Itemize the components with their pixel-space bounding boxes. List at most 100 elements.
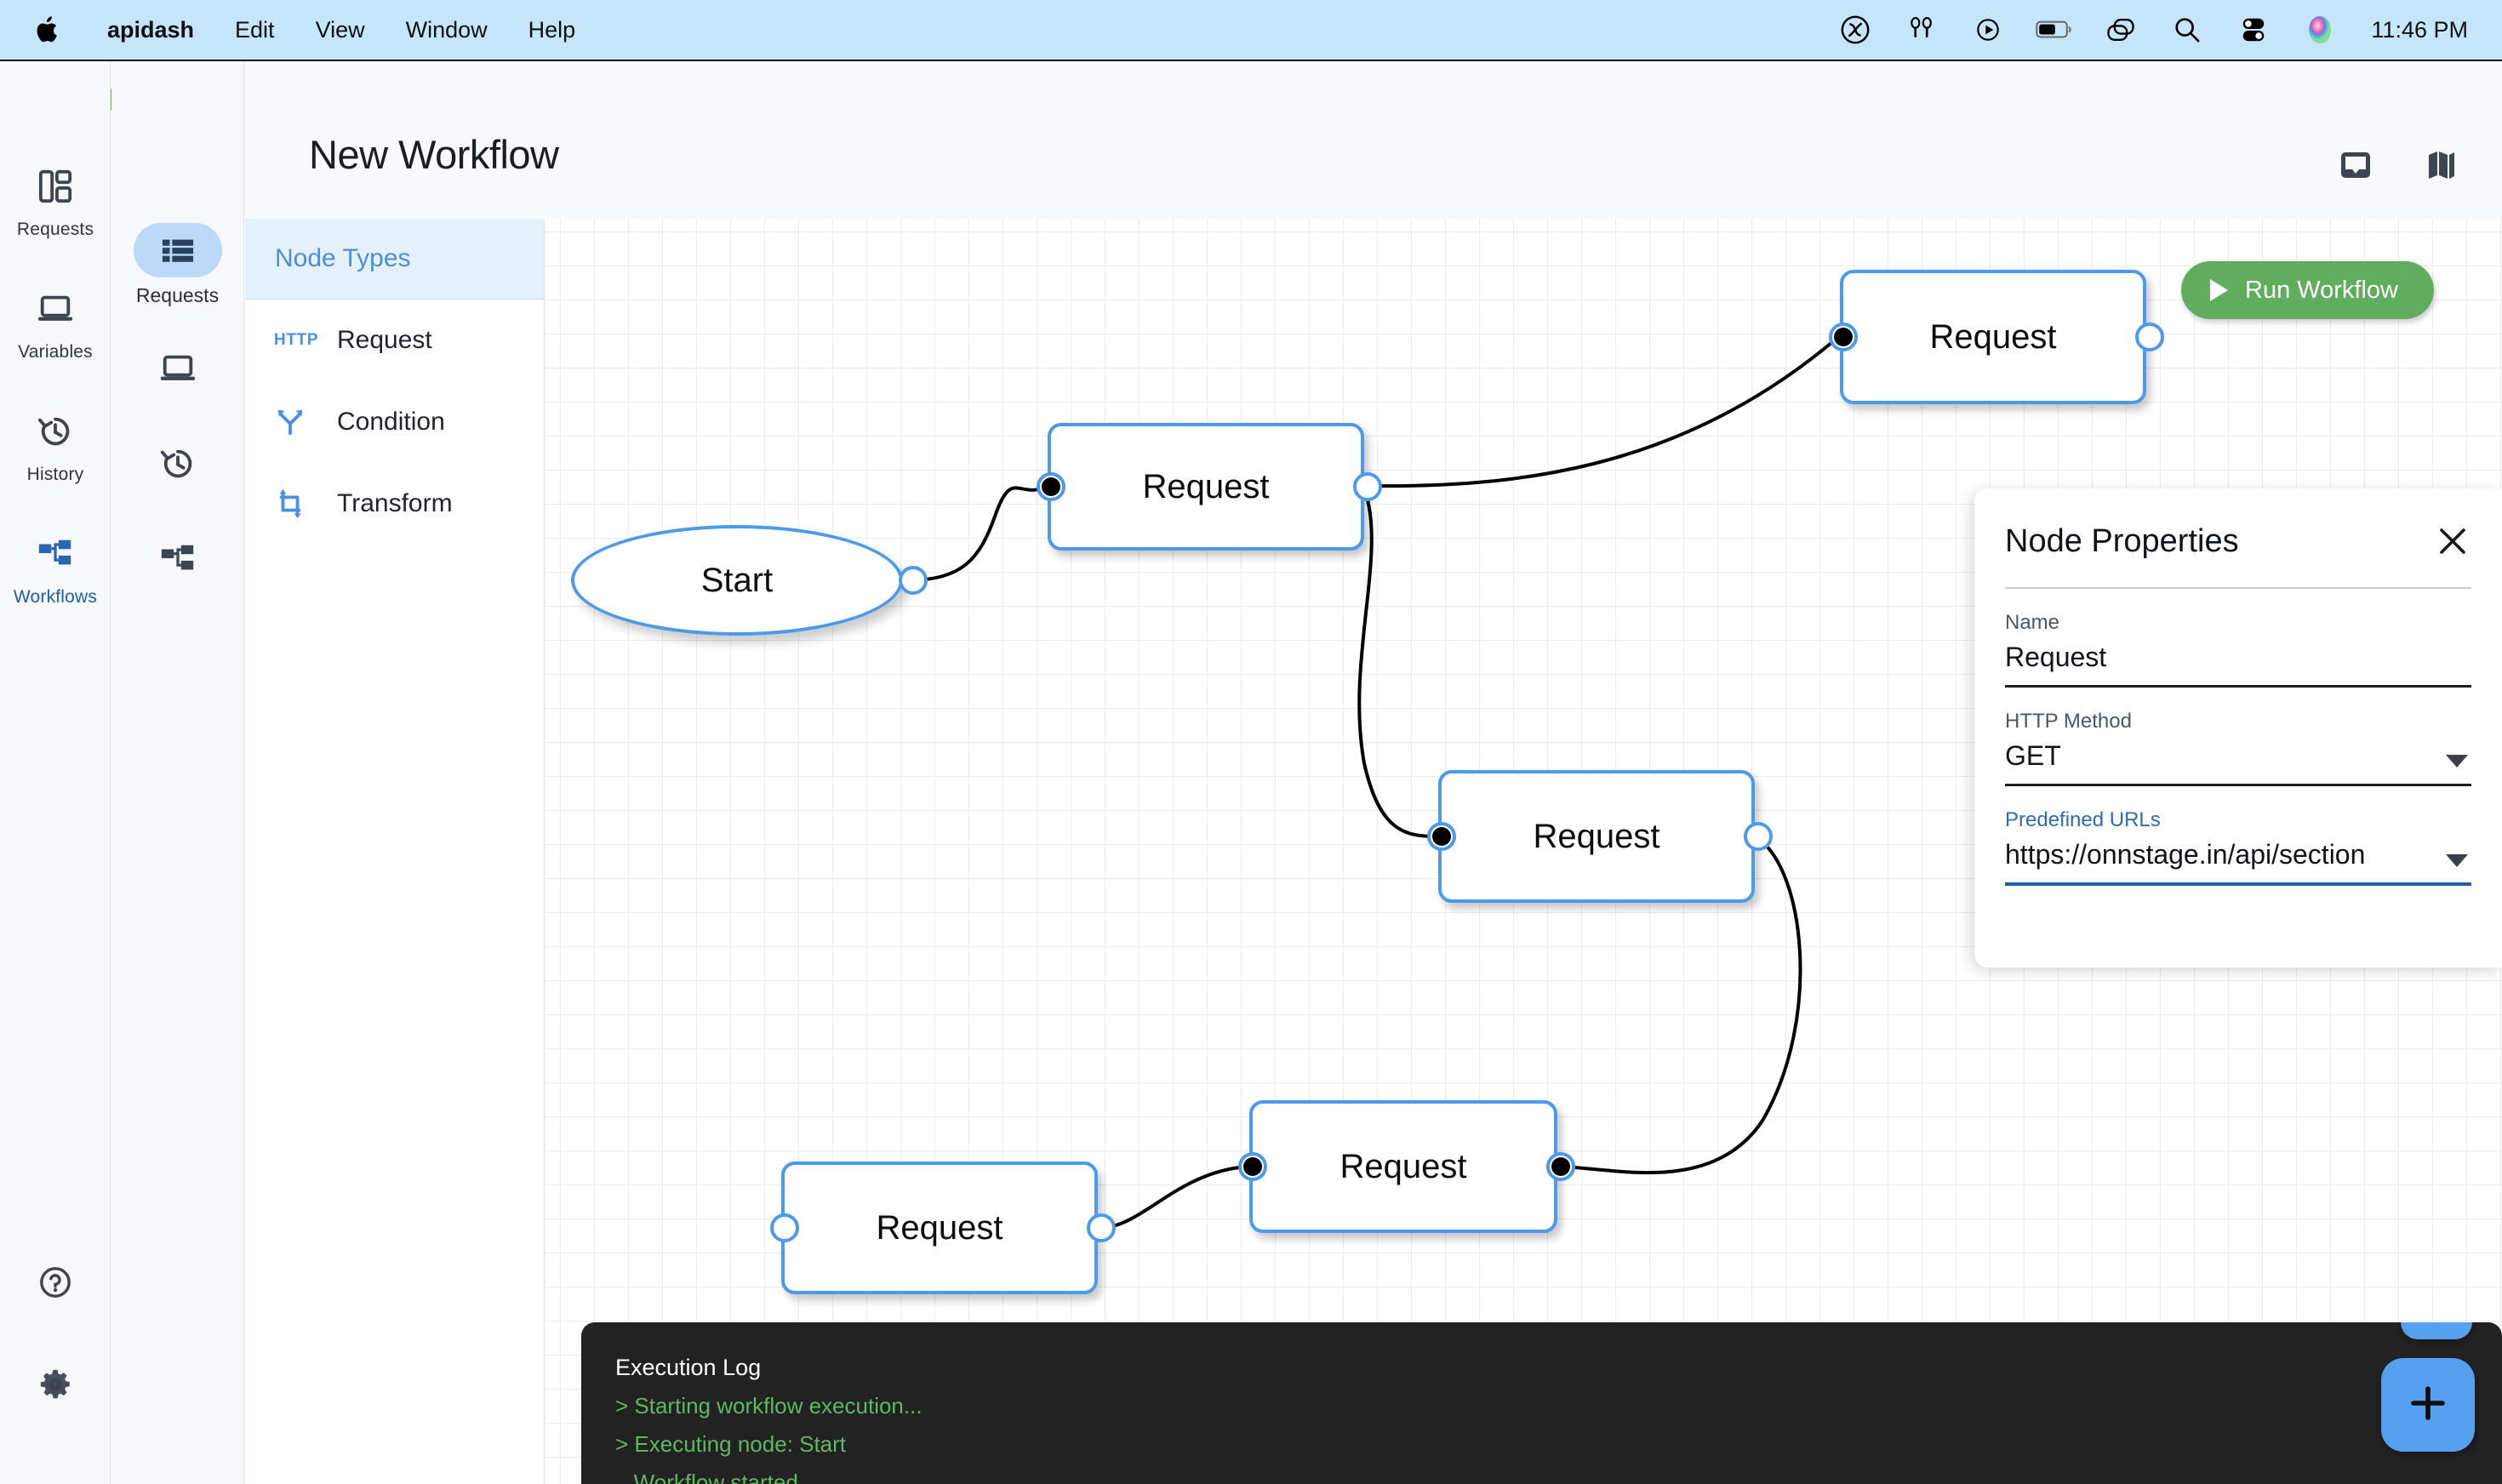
field-underline: [2005, 882, 2471, 886]
rail2-item-history[interactable]: [134, 437, 222, 498]
menu-item-edit[interactable]: Edit: [235, 17, 275, 43]
node-label-request-1: Request: [1142, 467, 1270, 505]
run-workflow-button[interactable]: Run Workflow: [2181, 261, 2434, 319]
field-label-http-method: HTTP Method: [2005, 710, 2132, 733]
plus-icon: [2406, 1381, 2450, 1430]
node-type-transform[interactable]: Transform: [245, 463, 544, 545]
node-type-condition[interactable]: Condition: [245, 381, 544, 463]
workflow-nodes-icon: [134, 532, 222, 586]
sidebar-item-settings[interactable]: [0, 1360, 111, 1418]
window-header-bar: New Workflow: [245, 61, 2502, 219]
workflow-nodes-icon: [31, 529, 80, 579]
run-workflow-label: Run Workflow: [2245, 276, 2398, 304]
add-fab[interactable]: [2381, 1358, 2475, 1452]
field-underline: [2005, 685, 2471, 688]
node-port-in-request-4[interactable]: [1238, 1152, 1267, 1181]
node-port-out-request-1[interactable]: [1353, 472, 1382, 501]
field-http-method: HTTP Method GET: [2005, 710, 2471, 786]
node-types-header[interactable]: Node Types: [245, 219, 544, 300]
screen-mirroring-icon[interactable]: [2102, 11, 2139, 49]
sidebar-item-workflows[interactable]: Workflows: [0, 529, 111, 608]
menubar-clock[interactable]: 11:46 PM: [2371, 16, 2468, 43]
workflow-node-request-3[interactable]: Request: [1427, 770, 1773, 903]
node-properties-title: Node Properties: [2005, 522, 2239, 559]
panel-toggle-icon[interactable]: [2335, 145, 2376, 186]
execution-log-title: Execution Log: [615, 1355, 762, 1380]
rail2-item-requests[interactable]: Requests: [133, 223, 222, 307]
close-icon[interactable]: [2434, 522, 2471, 560]
header-actions: [2335, 145, 2461, 186]
map-view-icon[interactable]: [2420, 145, 2461, 186]
play-icon: [2210, 279, 2229, 301]
node-port-out-start[interactable]: [899, 566, 928, 595]
node-properties-panel: Node Properties Name Request HTTP Method…: [1974, 488, 2502, 967]
node-type-request[interactable]: HTTP Request: [245, 300, 544, 381]
sidebar-item-history[interactable]: History: [0, 407, 111, 485]
log-line: > Executing node: Start: [615, 1431, 847, 1457]
node-port-in-request-2[interactable]: [1829, 322, 1858, 351]
control-center-icon[interactable]: [2235, 11, 2272, 49]
airpods-icon[interactable]: [1903, 11, 1940, 49]
node-type-label-condition: Condition: [337, 408, 445, 436]
predefined-urls-select[interactable]: https://onnstage.in/api/section: [2005, 839, 2366, 870]
sidebar-bottom-actions: [0, 1258, 111, 1462]
sidebar-item-variables[interactable]: Variables: [0, 284, 111, 362]
node-port-in-request-3[interactable]: [1427, 822, 1456, 851]
menu-item-help[interactable]: Help: [528, 17, 576, 43]
field-label-name: Name: [2005, 611, 2060, 634]
node-types-panel: Node Types HTTP Request Condition Transf…: [245, 219, 545, 1484]
spotlight-search-icon[interactable]: [2168, 11, 2206, 49]
node-port-out-request-3[interactable]: [1744, 822, 1773, 851]
branch-fork-icon: [274, 406, 315, 438]
http-method-select[interactable]: GET: [2005, 740, 2061, 771]
sidebar-item-requests[interactable]: Requests: [0, 162, 111, 240]
node-label-request-5: Request: [876, 1208, 1003, 1247]
gear-icon: [31, 1360, 80, 1409]
http-text-icon: HTTP: [274, 331, 319, 350]
workflow-node-request-2[interactable]: Request: [1829, 270, 2164, 404]
workflow-node-request-1[interactable]: Request: [1037, 423, 1382, 551]
menu-item-window[interactable]: Window: [405, 17, 488, 43]
refresh-icon: [2417, 1322, 2456, 1326]
sidebar-label-history: History: [26, 465, 84, 484]
node-type-label-request: Request: [337, 326, 432, 354]
apple-logo-icon[interactable]: [29, 9, 66, 50]
workflow-node-request-5[interactable]: Request: [770, 1162, 1116, 1294]
node-port-out-request-4[interactable]: [1546, 1152, 1575, 1181]
field-name: Name Request: [2005, 611, 2471, 688]
menu-item-apidash[interactable]: apidash: [107, 17, 195, 43]
macos-menubar: apidash Edit View Window Help 11:46 PM: [0, 0, 2502, 60]
sidebar-label-variables: Variables: [18, 342, 93, 362]
node-port-out-request-5[interactable]: [1087, 1213, 1116, 1242]
creative-cloud-icon[interactable]: [1837, 11, 1874, 49]
workflow-node-request-4[interactable]: Request: [1238, 1100, 1575, 1233]
rail2-item-variables[interactable]: [134, 341, 222, 402]
node-label-start: Start: [700, 561, 774, 599]
chevron-down-icon[interactable]: [2446, 854, 2468, 867]
refresh-fab[interactable]: [2401, 1322, 2472, 1339]
log-line: Workflow started: [615, 1470, 798, 1484]
node-properties-header: Node Properties: [2005, 522, 2471, 560]
field-predefined-urls: Predefined URLs https://onnstage.in/api/…: [2005, 808, 2471, 886]
siri-icon[interactable]: [2301, 11, 2339, 49]
list-table-icon: [133, 223, 222, 277]
menu-item-view[interactable]: View: [315, 17, 365, 43]
battery-icon[interactable]: [2036, 11, 2073, 49]
workflow-node-start[interactable]: Start: [571, 525, 928, 636]
sidebar-item-help[interactable]: [0, 1258, 111, 1316]
log-line: > Starting workflow execution...: [615, 1393, 923, 1418]
node-port-in-request-5[interactable]: [770, 1213, 799, 1242]
node-port-out-request-2[interactable]: [2135, 322, 2164, 351]
http-badge: HTTP: [274, 331, 319, 349]
dashboard-icon: [31, 162, 80, 211]
rail2-item-workflows[interactable]: [134, 532, 222, 593]
name-field[interactable]: Request: [2005, 642, 2107, 672]
rail2-label-requests: Requests: [135, 284, 220, 306]
chevron-down-icon[interactable]: [2446, 755, 2468, 768]
node-port-in-request-1[interactable]: [1037, 472, 1065, 501]
help-circle-icon: [31, 1258, 80, 1307]
field-underline: [2005, 784, 2471, 786]
now-playing-icon[interactable]: [1969, 11, 2007, 49]
app-window: New Workflow Requests Variables: [0, 60, 2502, 1484]
field-label-predefined-urls: Predefined URLs: [2005, 808, 2161, 831]
